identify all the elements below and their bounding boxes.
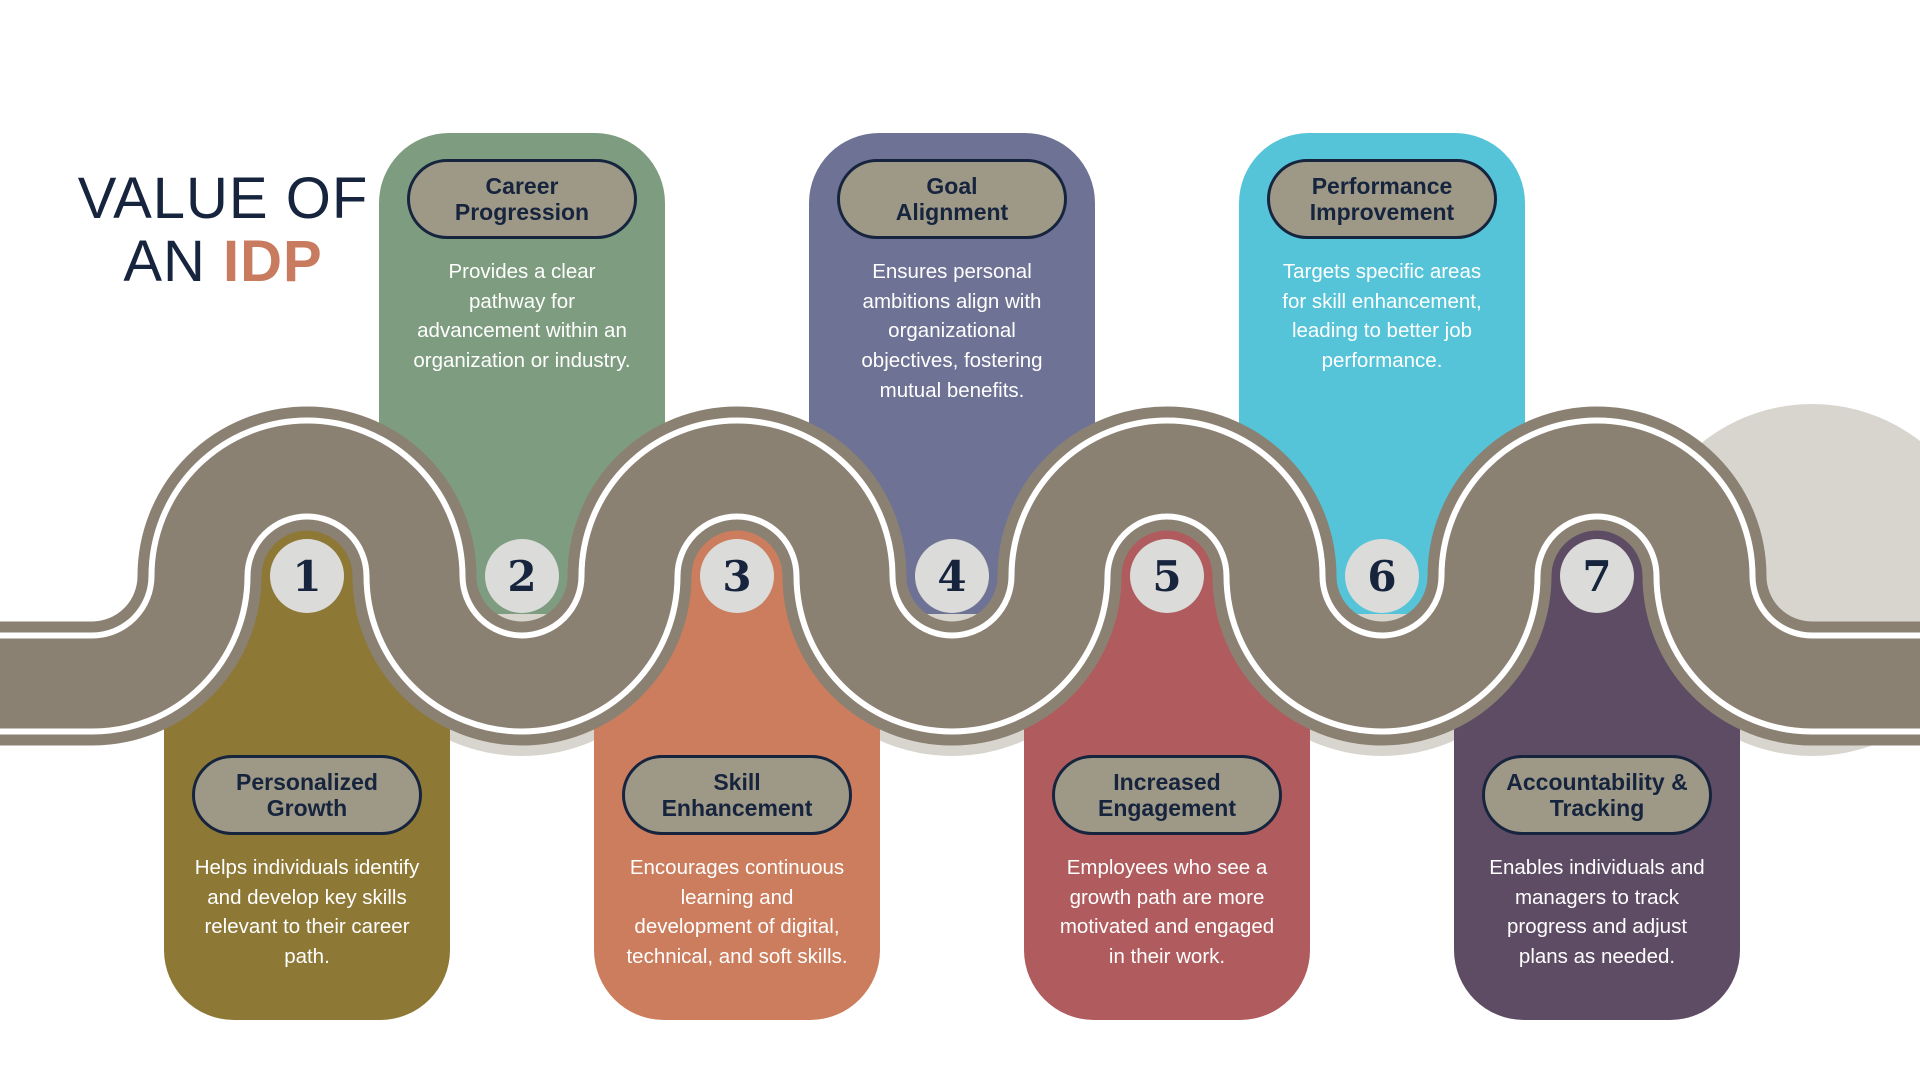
card-title: Accountability & Tracking	[1506, 768, 1688, 821]
step-number-3: 3	[700, 539, 774, 613]
card-title-pill: Accountability & Tracking	[1482, 755, 1712, 835]
card-title: Career Progression	[454, 172, 590, 225]
card-title-pill: Personalized Growth	[192, 755, 422, 835]
card-body: Provides a clear pathway for advancement…	[413, 260, 631, 373]
card-title-pill: Career Progression	[407, 159, 637, 239]
card-title: Performance Improvement	[1309, 172, 1455, 225]
title-line-2: AN IDP	[58, 228, 388, 294]
title-line-1: VALUE OF	[77, 166, 369, 231]
card-title: Goal Alignment	[895, 172, 1009, 225]
card-title: Personalized Growth	[236, 768, 378, 821]
card-body: Enables individuals and managers to trac…	[1489, 856, 1705, 969]
step-number-7: 7	[1560, 539, 1634, 613]
title-idp-highlight: IDP	[223, 228, 323, 294]
step-number-6: 6	[1345, 539, 1419, 613]
title-line2-prefix: AN	[123, 228, 223, 294]
page-title: VALUE OF AN IDP	[58, 166, 388, 294]
step-number-4: 4	[915, 539, 989, 613]
step-number-1: 1	[270, 539, 344, 613]
card-body: Ensures personal ambitions align with or…	[861, 260, 1043, 402]
step-number-2: 2	[485, 539, 559, 613]
card-body: Employees who see a growth path are more…	[1059, 856, 1275, 969]
card-title-pill: Goal Alignment	[837, 159, 1067, 239]
card-title-pill: Performance Improvement	[1267, 159, 1497, 239]
card-title-pill: Skill Enhancement	[622, 755, 852, 835]
card-body: Encourages continuous learning and devel…	[626, 856, 848, 969]
card-body: Helps individuals identify and develop k…	[194, 856, 420, 969]
card-body: Targets specific areas for skill enhance…	[1282, 260, 1482, 373]
card-title: Increased Engagement	[1097, 768, 1237, 821]
step-number-5: 5	[1130, 539, 1204, 613]
card-title-pill: Increased Engagement	[1052, 755, 1282, 835]
card-title: Skill Enhancement	[661, 768, 813, 821]
